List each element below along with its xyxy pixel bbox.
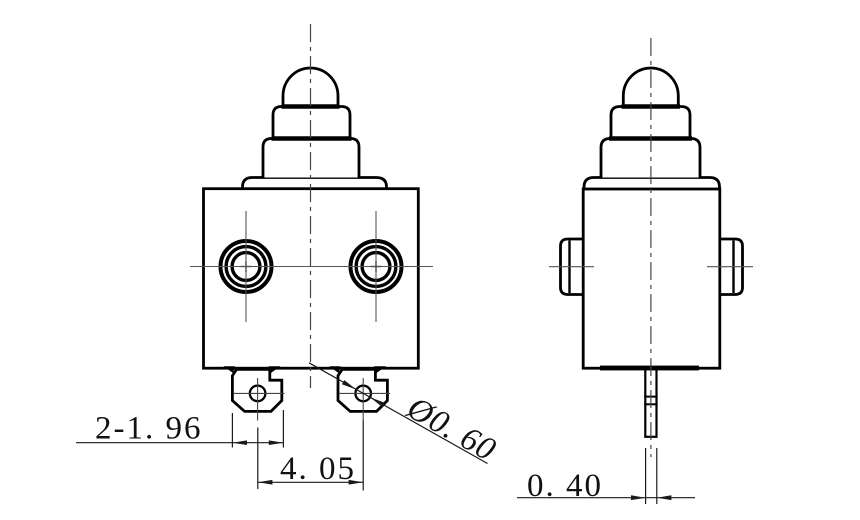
- dim-pin-width: 0. 40: [517, 448, 695, 504]
- solder-wedge-right: [268, 366, 281, 373]
- dim-label-hole-diameter: Ø0. 60: [400, 390, 502, 469]
- arrowhead: [257, 479, 273, 485]
- solder-wedge-right: [374, 366, 387, 373]
- base-plate-edge: [600, 365, 699, 371]
- dim-terminal-width: 2-1. 96: [76, 410, 284, 448]
- dim-label-terminal-width: 2-1. 96: [95, 411, 203, 447]
- plunger-step-upper: [271, 105, 352, 139]
- arrowhead: [656, 495, 672, 501]
- switch-body-front: [202, 187, 420, 370]
- mounting-flange-side: [582, 176, 721, 189]
- arrowhead: [232, 440, 247, 445]
- arrowhead: [341, 380, 357, 390]
- solder-wedge-left: [329, 366, 341, 373]
- solder-wedge-left: [223, 366, 235, 373]
- arrowhead: [631, 495, 646, 501]
- arrowhead: [268, 440, 284, 445]
- dim-terminal-pitch: 4. 05: [257, 420, 364, 491]
- dim-label-terminal-pitch: 4. 05: [280, 451, 356, 487]
- leader-line: [308, 362, 488, 465]
- terminal-left: [223, 366, 285, 421]
- side-view: [549, 38, 753, 457]
- front-view: [190, 24, 433, 421]
- arrowhead: [370, 397, 385, 407]
- arrowhead: [348, 479, 364, 485]
- terminal-right: [329, 366, 391, 421]
- mounting-flange: [241, 176, 388, 189]
- dim-label-pin-width: 0. 40: [527, 468, 603, 504]
